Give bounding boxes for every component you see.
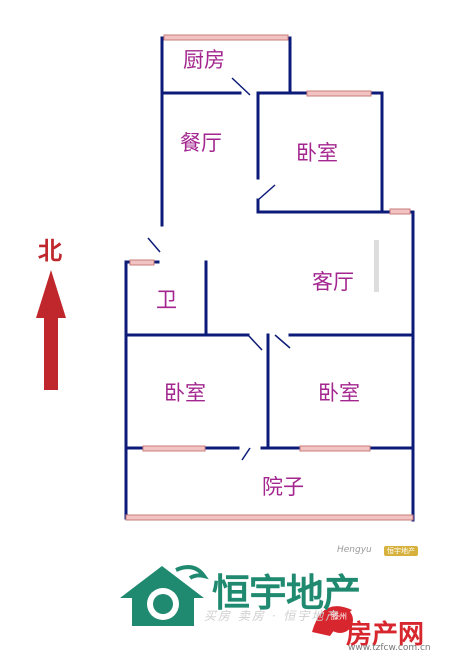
east-window bbox=[374, 240, 379, 292]
room-label-bedroom-north: 卧室 bbox=[296, 141, 338, 165]
logo-brand: 恒宇地产 bbox=[212, 571, 361, 615]
room-label-bedroom-sw: 卧室 bbox=[164, 381, 206, 405]
doors bbox=[147, 77, 291, 461]
watermark-brand: 房产网 bbox=[346, 620, 425, 650]
windows bbox=[125, 34, 414, 521]
room-label-bathroom: 卫 bbox=[156, 288, 177, 312]
north-label: 北 bbox=[38, 237, 62, 265]
north-arrow bbox=[36, 270, 66, 390]
logo-badge: 恒宇地产 bbox=[384, 546, 418, 556]
logo-slogan: 买房 卖房 · 恒宇地产 bbox=[204, 609, 340, 623]
logo-roman: Hengyu bbox=[337, 545, 372, 555]
room-label-living: 客厅 bbox=[312, 270, 354, 294]
logo-emblem-icon bbox=[120, 565, 209, 626]
room-label-bedroom-se: 卧室 bbox=[318, 381, 360, 405]
room-label-kitchen: 厨房 bbox=[183, 48, 225, 72]
watermark-mark-icon bbox=[312, 606, 353, 636]
watermark-mark-label: 滕州 bbox=[331, 612, 347, 621]
watermark-url: www.tzfcw.com.cn bbox=[348, 643, 431, 653]
room-label-dining: 餐厅 bbox=[180, 131, 222, 155]
room-label-yard: 院子 bbox=[262, 475, 304, 499]
